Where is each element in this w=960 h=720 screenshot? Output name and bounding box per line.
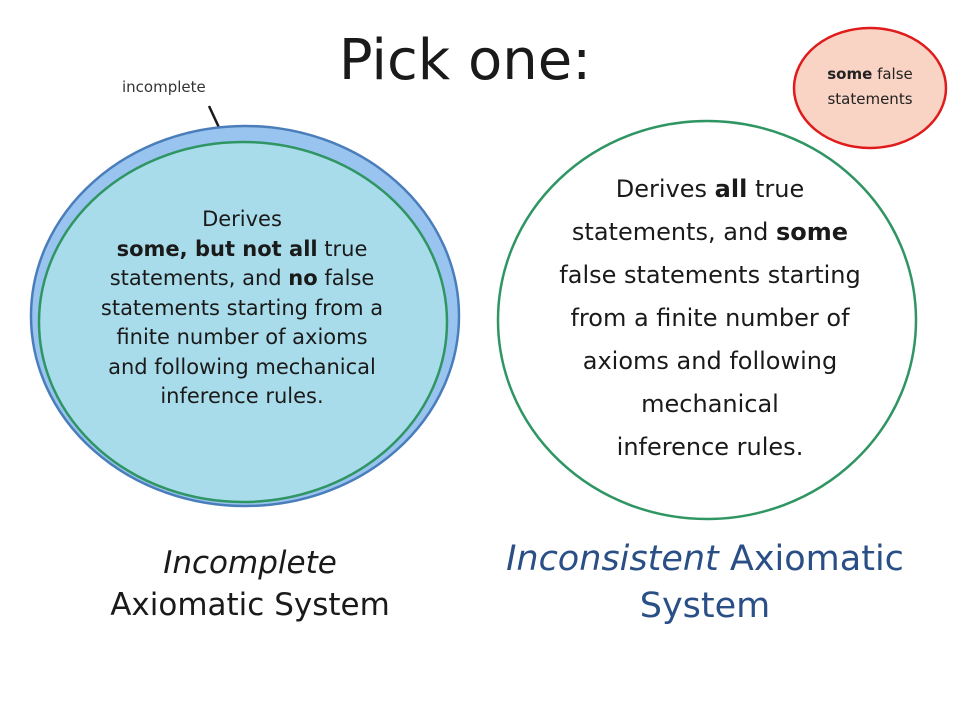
inconsistent-circle-text: Derives all true statements, and some fa… (559, 175, 861, 461)
annotation-arrow-icon (207, 105, 227, 144)
incomplete-circle-text: Derives some, but not all true statement… (100, 207, 384, 408)
inconsistent-caption: Inconsistent Axiomatic System (506, 539, 904, 626)
page-title: Pick one: (338, 28, 592, 93)
some-false-statements-label: some false statements (827, 65, 913, 108)
incomplete-caption: Incomplete Axiomatic System (110, 545, 390, 623)
incomplete-annotation-label: incomplete (122, 78, 206, 96)
